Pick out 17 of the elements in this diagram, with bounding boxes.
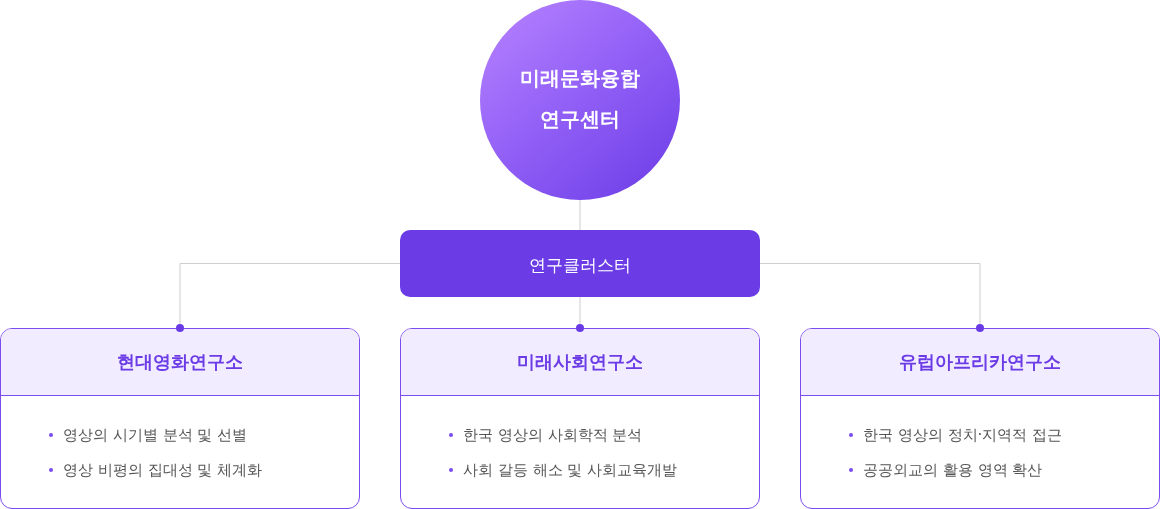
card-header: 현대영화연구소: [1, 329, 359, 396]
list-item-text: 한국 영상의 정치·지역적 접근: [863, 425, 1063, 445]
card-header: 미래사회연구소: [401, 329, 759, 396]
institute-card: [400, 328, 760, 509]
card-header: 유럽아프리카연구소: [801, 329, 1159, 396]
list-item-text: 공공외교의 활용 영역 확산: [863, 460, 1043, 480]
institute-card: [800, 328, 1160, 509]
list-item-text: 영상의 시기별 분석 및 선별: [63, 425, 248, 445]
list-item-text: 사회 갈등 해소 및 사회교육개발: [463, 460, 678, 480]
connector-line: [759, 263, 984, 332]
center-circle: 미래문화융합 연구센터: [480, 0, 680, 200]
connector-line: [576, 296, 584, 332]
institute-card: [0, 328, 360, 509]
list-item-text: 한국 영상의 사회학적 분석: [463, 425, 643, 445]
category-box: 연구클러스터: [400, 230, 760, 297]
connector-line: [176, 263, 401, 332]
list-item-text: 영상 비평의 집대성 및 체계화: [63, 460, 263, 480]
